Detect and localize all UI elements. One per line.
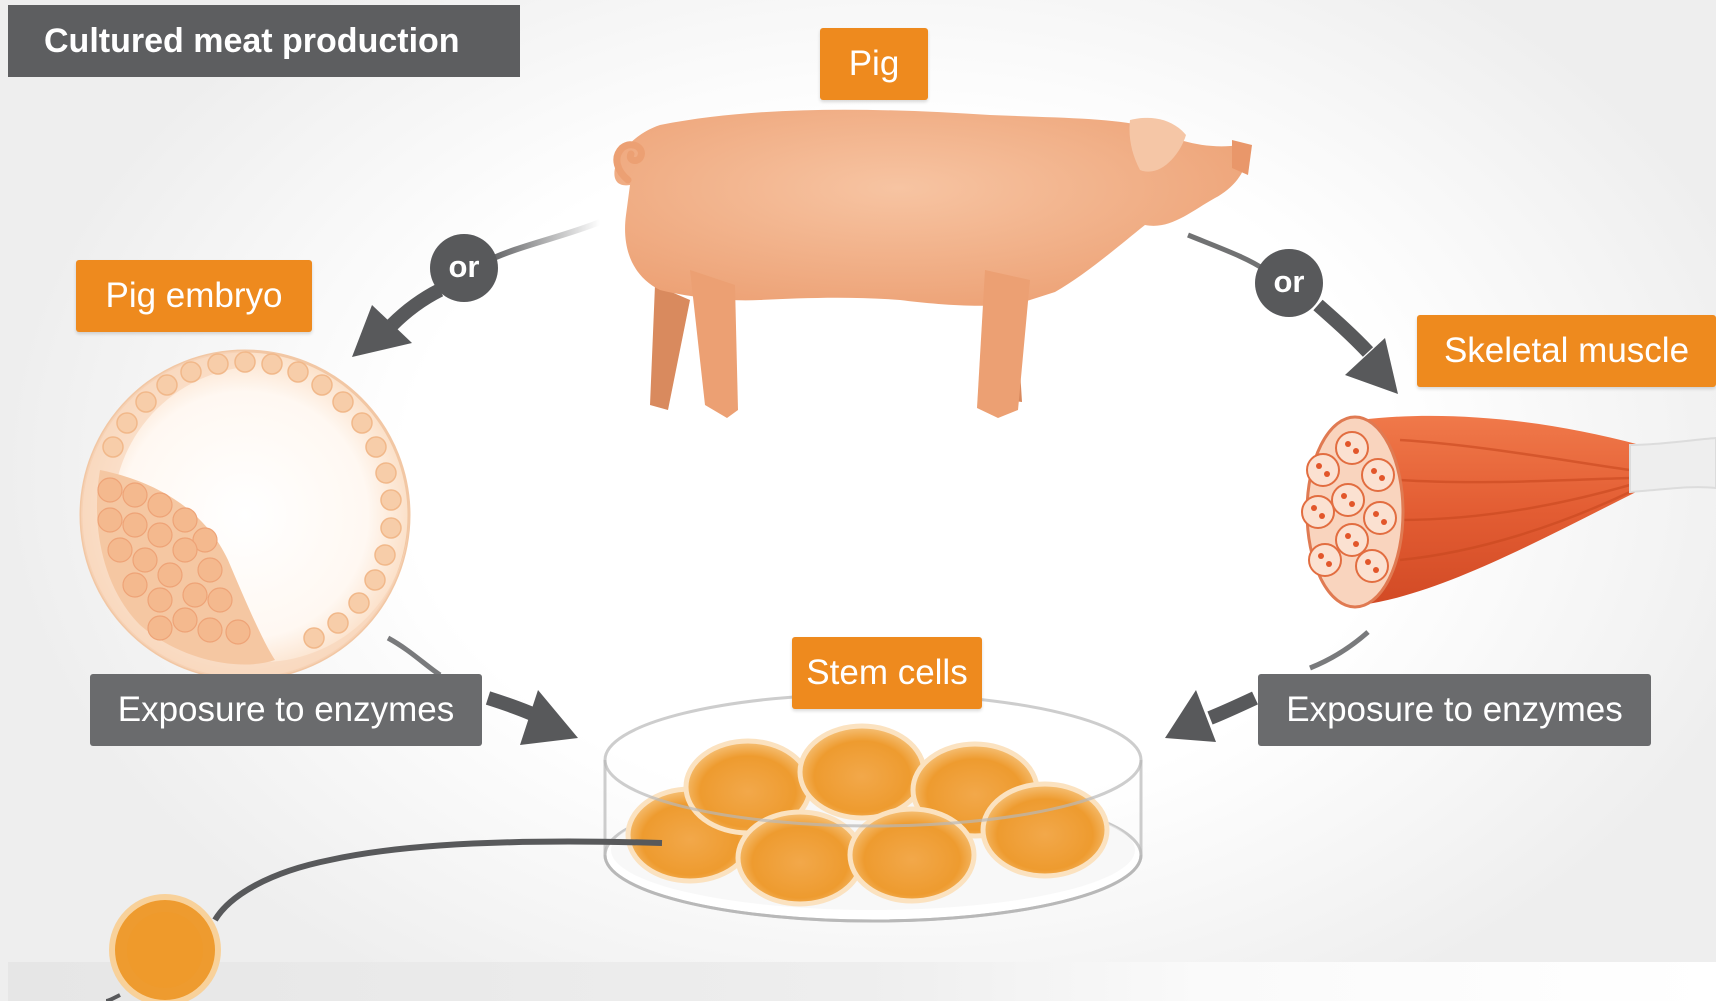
pig-illustration [614, 110, 1252, 418]
isolated-stem-cell [106, 842, 662, 1001]
or-badge-right: or [1255, 249, 1323, 317]
label-pig: Pig [820, 28, 928, 100]
or-badge-left: or [430, 234, 498, 302]
label-exposure-enzymes-left: Exposure to enzymes [90, 674, 482, 746]
page-title: Cultured meat production [8, 5, 520, 77]
label-exposure-enzymes-right: Exposure to enzymes [1258, 674, 1651, 746]
stem-cells [628, 726, 1107, 904]
label-stem-cells: Stem cells [792, 637, 982, 709]
embryo-illustration [81, 351, 409, 679]
label-skeletal-muscle: Skeletal muscle [1417, 315, 1716, 387]
label-pig-embryo: Pig embryo [76, 260, 312, 332]
muscle-illustration [1302, 416, 1716, 607]
